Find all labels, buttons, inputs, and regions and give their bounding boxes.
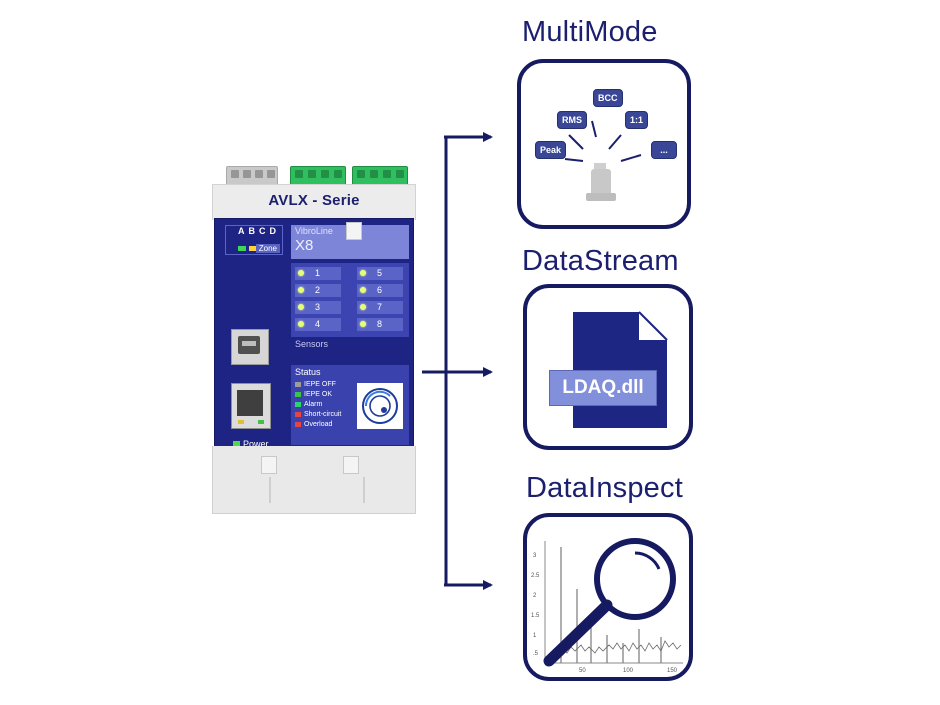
y-tick-label: 1.5 bbox=[531, 613, 540, 619]
sensor-channel: 3 bbox=[295, 301, 341, 314]
sensor-number: 8 bbox=[377, 319, 383, 329]
multimode-rays bbox=[564, 120, 642, 201]
series-label: AVLX - Serie bbox=[268, 192, 360, 209]
datastream-title: DataStream bbox=[522, 245, 679, 277]
zone-indicator: ABCD Zone bbox=[225, 225, 283, 255]
file-icon bbox=[573, 311, 668, 428]
sensor-channel: 5 bbox=[357, 267, 403, 280]
sensor-led bbox=[298, 304, 304, 310]
sensor-number: 4 bbox=[315, 319, 321, 329]
sensor-number: 6 bbox=[377, 285, 383, 295]
status-row: Alarm bbox=[295, 401, 322, 408]
status-row: Overload bbox=[295, 421, 332, 428]
product-line: VibroLine bbox=[295, 226, 333, 236]
sensor-channel: 1 bbox=[295, 267, 341, 280]
mode-chip-bcc: BCC bbox=[593, 89, 623, 107]
model-name: X8 bbox=[295, 237, 314, 254]
sensor-grid: 1 2 3 4 5 6 7 8 bbox=[291, 263, 409, 337]
status-label: Alarm bbox=[304, 401, 323, 408]
usb-b-port bbox=[231, 329, 269, 365]
status-row: IEPE OK bbox=[295, 391, 332, 398]
housing-bottom bbox=[212, 446, 416, 514]
status-label: Short-circuit bbox=[304, 411, 342, 418]
mode-chip-more: ... bbox=[651, 141, 677, 159]
sensors-label: Sensors bbox=[295, 339, 329, 349]
ldaq-file-label: LDAQ.dll bbox=[549, 370, 657, 406]
y-tick-label: .5 bbox=[533, 651, 539, 657]
zone-letters: ABCD bbox=[238, 226, 280, 236]
swirl-logo-icon bbox=[362, 388, 398, 424]
status-title: Status bbox=[295, 367, 321, 377]
sensor-channel: 8 bbox=[357, 318, 403, 331]
status-label: IEPE OK bbox=[304, 391, 333, 398]
sensor-channel: 4 bbox=[295, 318, 341, 331]
status-label: IEPE OFF bbox=[304, 381, 336, 388]
mode-chip-ratio: 1:1 bbox=[625, 111, 649, 129]
sensor-channel: 2 bbox=[295, 284, 341, 297]
datainspect-title: DataInspect bbox=[526, 472, 683, 504]
sensor-led bbox=[360, 304, 366, 310]
status-row: Short-circuit bbox=[295, 411, 341, 418]
power-label: Power bbox=[243, 439, 269, 449]
datainspect-panel: 3 2.5 2 1.5 1 .5 50 100 150 bbox=[523, 513, 693, 681]
mode-chip-rms: RMS bbox=[557, 111, 587, 129]
top-clip bbox=[346, 222, 362, 240]
sensor-icon bbox=[586, 163, 616, 201]
datastream-panel: LDAQ.dll bbox=[523, 284, 693, 450]
mode-chip-peak: Peak bbox=[535, 141, 567, 159]
x-tick-label: 150 bbox=[667, 668, 678, 674]
sensor-number: 5 bbox=[377, 268, 383, 278]
status-panel: Status IEPE OFF IEPE OK Alarm Short-circ… bbox=[291, 365, 409, 445]
front-panel: ABCD Zone VibroLine X8 1 2 3 4 5 6 7 8 S… bbox=[214, 218, 414, 449]
magnifier-icon bbox=[543, 538, 676, 667]
sensor-led bbox=[360, 270, 366, 276]
sensor-led bbox=[298, 287, 304, 293]
sensor-number: 2 bbox=[315, 285, 321, 295]
spectrum-noise bbox=[546, 640, 682, 658]
avlx-device: AVLX - Serie ABCD Zone VibroLine X8 1 2 … bbox=[212, 164, 416, 514]
ethernet-port bbox=[231, 383, 271, 429]
y-tick-label: 1 bbox=[533, 633, 537, 639]
status-row: IEPE OFF bbox=[295, 381, 336, 388]
sensor-channel: 7 bbox=[357, 301, 403, 314]
power-led bbox=[233, 441, 240, 448]
sensor-led bbox=[360, 321, 366, 327]
model-plate: VibroLine X8 bbox=[291, 225, 409, 259]
sensor-number: 1 bbox=[315, 268, 321, 278]
sensor-number: 3 bbox=[315, 302, 321, 312]
y-tick-label: 2 bbox=[533, 593, 537, 599]
x-tick-label: 50 bbox=[579, 668, 586, 674]
sensor-led bbox=[360, 287, 366, 293]
y-tick-label: 2.5 bbox=[531, 573, 540, 579]
sensor-led bbox=[298, 270, 304, 276]
spectrum-plot: 3 2.5 2 1.5 1 .5 50 100 150 bbox=[531, 538, 683, 674]
sensor-channel: 6 bbox=[357, 284, 403, 297]
housing-top bbox=[212, 184, 416, 220]
vibroline-logo bbox=[357, 383, 403, 429]
zone-label: Zone bbox=[255, 244, 280, 253]
sensor-led bbox=[298, 321, 304, 327]
status-label: Overload bbox=[304, 421, 333, 428]
x-tick-label: 100 bbox=[623, 668, 634, 674]
multimode-panel: BCC RMS 1:1 Peak ... bbox=[517, 59, 691, 229]
multimode-title: MultiMode bbox=[522, 16, 658, 48]
sensor-number: 7 bbox=[377, 302, 383, 312]
y-tick-label: 3 bbox=[533, 553, 537, 559]
